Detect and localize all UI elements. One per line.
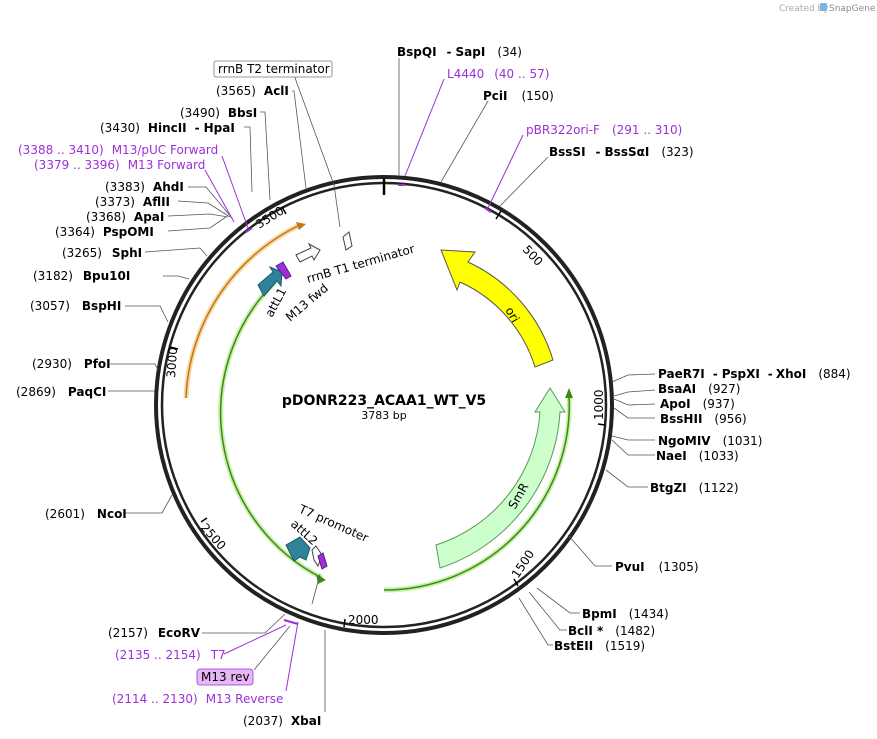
t7-leader xyxy=(311,573,321,605)
smr-feature[interactable] xyxy=(435,387,566,569)
green-arc-right xyxy=(383,394,571,591)
primer-l4440: L4440(40 .. 57) xyxy=(447,67,549,81)
snapgene-logo-icon xyxy=(820,3,827,11)
rrnb-t2-terminator-label: rrnB T2 terminator xyxy=(218,62,330,76)
m13-rev-box xyxy=(196,668,254,686)
primer-t7: (2135 .. 2154)T7 xyxy=(115,648,226,662)
enzyme-bsaai: BsaAI(927) xyxy=(658,382,740,396)
primer-m13-forward: (3379 .. 3396)M13 Forward xyxy=(34,158,205,172)
primer-mark-t7 xyxy=(283,619,299,625)
enzyme-bsssi: BssSI-BssSαI(323) xyxy=(549,145,694,159)
m13-fwd-feature[interactable] xyxy=(275,261,292,280)
enzyme-xbai: (2037)XbaI xyxy=(243,714,321,728)
primer-m13-reverse: (2114 .. 2130)M13 Reverse xyxy=(112,692,283,706)
enzyme-bpu10i: (3182)Bpu10I xyxy=(33,269,130,283)
tick-mark-1000 xyxy=(597,423,606,426)
rrnb-t2-terminator-box xyxy=(213,60,333,78)
enzyme-bcli: BclI *(1482) xyxy=(568,624,655,638)
backbone-outer xyxy=(154,175,614,635)
green-arc-right-head xyxy=(565,388,573,398)
primer-m13-puc-forward: (3388 .. 3410)M13/pUC Forward xyxy=(18,143,218,157)
enzyme-naei: NaeI(1033) xyxy=(656,449,739,463)
enzyme-acli: (3565)AclI xyxy=(216,84,289,98)
enzyme-pfoi: (2930)PfoI xyxy=(32,357,111,371)
enzyme-bsteii: BstEII(1519) xyxy=(554,639,645,653)
primer-mark-pbr322ori xyxy=(484,207,492,213)
enzyme-btgzi: BtgZI(1122) xyxy=(650,481,739,495)
ori-feature[interactable] xyxy=(440,249,554,368)
tick-label-500: 500 xyxy=(520,242,546,268)
orange-arc xyxy=(185,224,301,399)
enzyme-apoi: ApoI(937) xyxy=(660,397,735,411)
enzyme-pvui: PvuI(1305) xyxy=(615,560,699,574)
enzyme-pspomi: (3364)PspOMI xyxy=(55,225,154,239)
credit-brand: SnapGene xyxy=(829,4,876,14)
tick-mark-3000 xyxy=(169,346,179,350)
attl1-feature[interactable] xyxy=(257,265,283,297)
tick-mark-500 xyxy=(495,210,502,220)
tick-label-3000: 3000 xyxy=(164,347,180,378)
tick-mark-2500 xyxy=(200,517,208,523)
primer-pbr322ori-f: pBR322ori-F(291 .. 310) xyxy=(526,123,682,137)
enzyme-pcii: PciI(150) xyxy=(483,89,554,103)
m13-fwd-label: M13 fwd xyxy=(283,281,331,324)
primer-leader-lines xyxy=(204,78,524,692)
tick-mark-3500 xyxy=(281,206,287,215)
m13-rev-feature[interactable] xyxy=(317,552,328,570)
rrnb-t2-terminator-feature[interactable] xyxy=(342,231,353,251)
orange-arc-head xyxy=(296,222,306,230)
green-arc-left-head xyxy=(316,574,326,584)
enzyme-ahdi: (3383)AhdI xyxy=(105,180,184,194)
enzyme-bspqi: BspQI-SapI(34) xyxy=(397,45,522,59)
plasmid-name: pDONR223_ACAA1_WT_V5 xyxy=(282,393,486,409)
enzyme-paqci: (2869)PaqCI xyxy=(16,385,106,399)
enzyme-paer7i: PaeR7I-PspXI-XhoI(884) xyxy=(658,367,851,381)
tick-mark-2000 xyxy=(343,618,346,628)
leader-lines xyxy=(108,58,656,712)
credit-prefix: Created by xyxy=(779,4,829,14)
enzyme-ngomiv: NgoMIV(1031) xyxy=(658,434,762,448)
rrnb-t1-terminator-feature[interactable] xyxy=(295,242,321,263)
enzyme-bbsi: (3490)BbsI xyxy=(180,106,257,120)
enzyme-bpmi: BpmI(1434) xyxy=(582,607,669,621)
m13-rev-label: M13 rev xyxy=(201,670,250,684)
m13-rev-leader xyxy=(253,625,291,671)
primer-mark-m13-forward xyxy=(245,227,253,233)
enzyme-bsphi: (3057)BspHI xyxy=(30,299,121,313)
enzyme-apai: (3368)ApaI xyxy=(86,210,164,224)
enzyme-ecorv: (2157)EcoRV xyxy=(108,626,201,640)
tick-label-2000: 2000 xyxy=(348,613,379,627)
enzyme-hincii: (3430)HincII-HpaI xyxy=(100,121,235,135)
tick-label-1000: 1000 xyxy=(592,389,606,420)
tick-mark-1500 xyxy=(513,578,519,587)
enzyme-bsshii: BssHII(956) xyxy=(660,412,747,426)
rrnb-t1-terminator-label: rrnB T1 terminator xyxy=(305,242,416,286)
ori-label: ori xyxy=(502,305,522,326)
plasmid-size: 3783 bp xyxy=(361,409,406,422)
attl2-feature[interactable] xyxy=(285,536,311,562)
enzyme-aflii: (3373)AflII xyxy=(95,195,170,209)
enzyme-sphi: (3265)SphI xyxy=(62,246,142,260)
enzyme-ncoi: (2601)NcoI xyxy=(45,507,127,521)
green-arc-left xyxy=(219,281,323,579)
